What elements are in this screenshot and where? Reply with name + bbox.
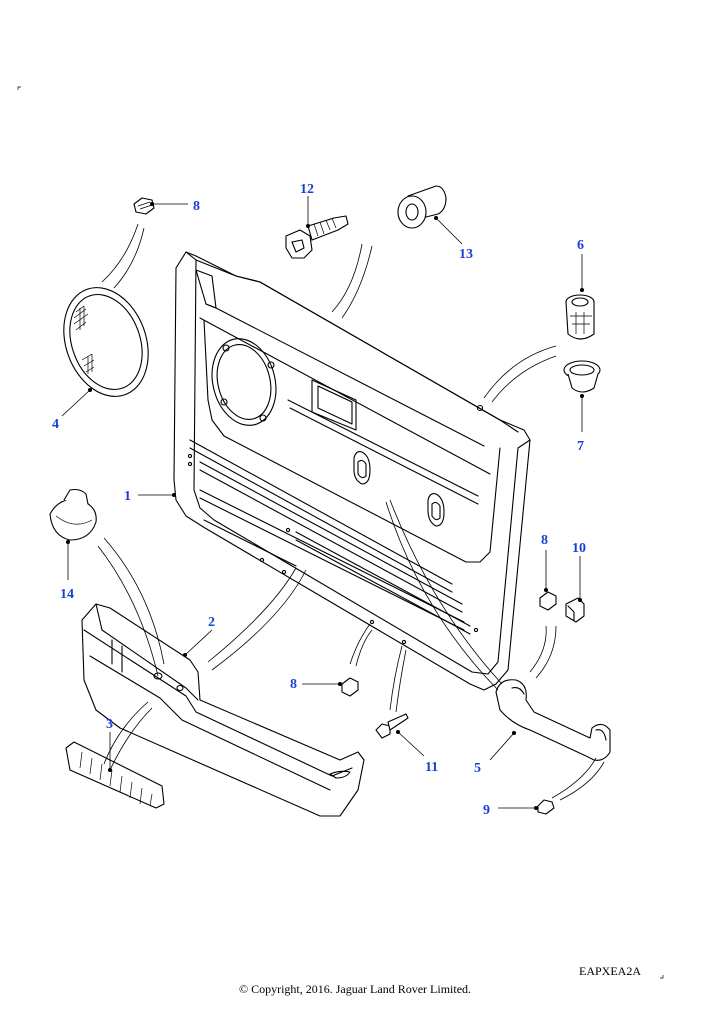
callout-8-bottom[interactable]: 8 [290, 677, 297, 692]
callout-4[interactable]: 4 [52, 417, 59, 432]
callout-13[interactable]: 13 [459, 247, 473, 262]
callout-10[interactable]: 10 [572, 541, 586, 556]
door-trim-panel[interactable] [173, 251, 531, 691]
screw-8-top[interactable] [133, 197, 155, 215]
callout-11[interactable]: 11 [425, 760, 438, 775]
courtesy-lamp[interactable] [563, 360, 601, 393]
retaining-clip[interactable] [285, 215, 349, 259]
screw-8-bottom[interactable] [341, 677, 359, 697]
screw-8-right[interactable] [539, 591, 557, 611]
callout-12[interactable]: 12 [300, 182, 314, 197]
finisher-strip[interactable] [65, 741, 165, 809]
lock-knob[interactable] [49, 488, 97, 541]
callout-14[interactable]: 14 [60, 587, 74, 602]
illustration-code: EAPXEA2A [579, 964, 641, 978]
callout-1[interactable]: 1 [124, 489, 131, 504]
corner-mark-top-left [17, 86, 21, 90]
copyright-notice: © Copyright, 2016. Jaguar Land Rover Lim… [238, 982, 472, 996]
callout-8-right[interactable]: 8 [541, 533, 548, 548]
corner-mark-bottom-right [660, 975, 664, 979]
callout-7[interactable]: 7 [577, 439, 584, 454]
callout-leaders [61, 196, 584, 810]
screw-9[interactable] [537, 799, 555, 815]
speaker-grille[interactable] [49, 276, 162, 409]
grab-handle[interactable] [495, 679, 611, 761]
callout-5[interactable]: 5 [474, 761, 481, 776]
callout-9[interactable]: 9 [483, 803, 490, 818]
fitment-lines [97, 223, 605, 801]
lamp-holder[interactable] [565, 294, 595, 340]
callout-8-top[interactable]: 8 [193, 199, 200, 214]
screw-11[interactable] [375, 713, 409, 739]
callout-6[interactable]: 6 [577, 238, 584, 253]
bush[interactable] [397, 185, 447, 229]
callout-3[interactable]: 3 [106, 717, 113, 732]
clip-10[interactable] [565, 597, 585, 623]
callout-2[interactable]: 2 [208, 615, 215, 630]
armrest[interactable] [81, 603, 365, 817]
